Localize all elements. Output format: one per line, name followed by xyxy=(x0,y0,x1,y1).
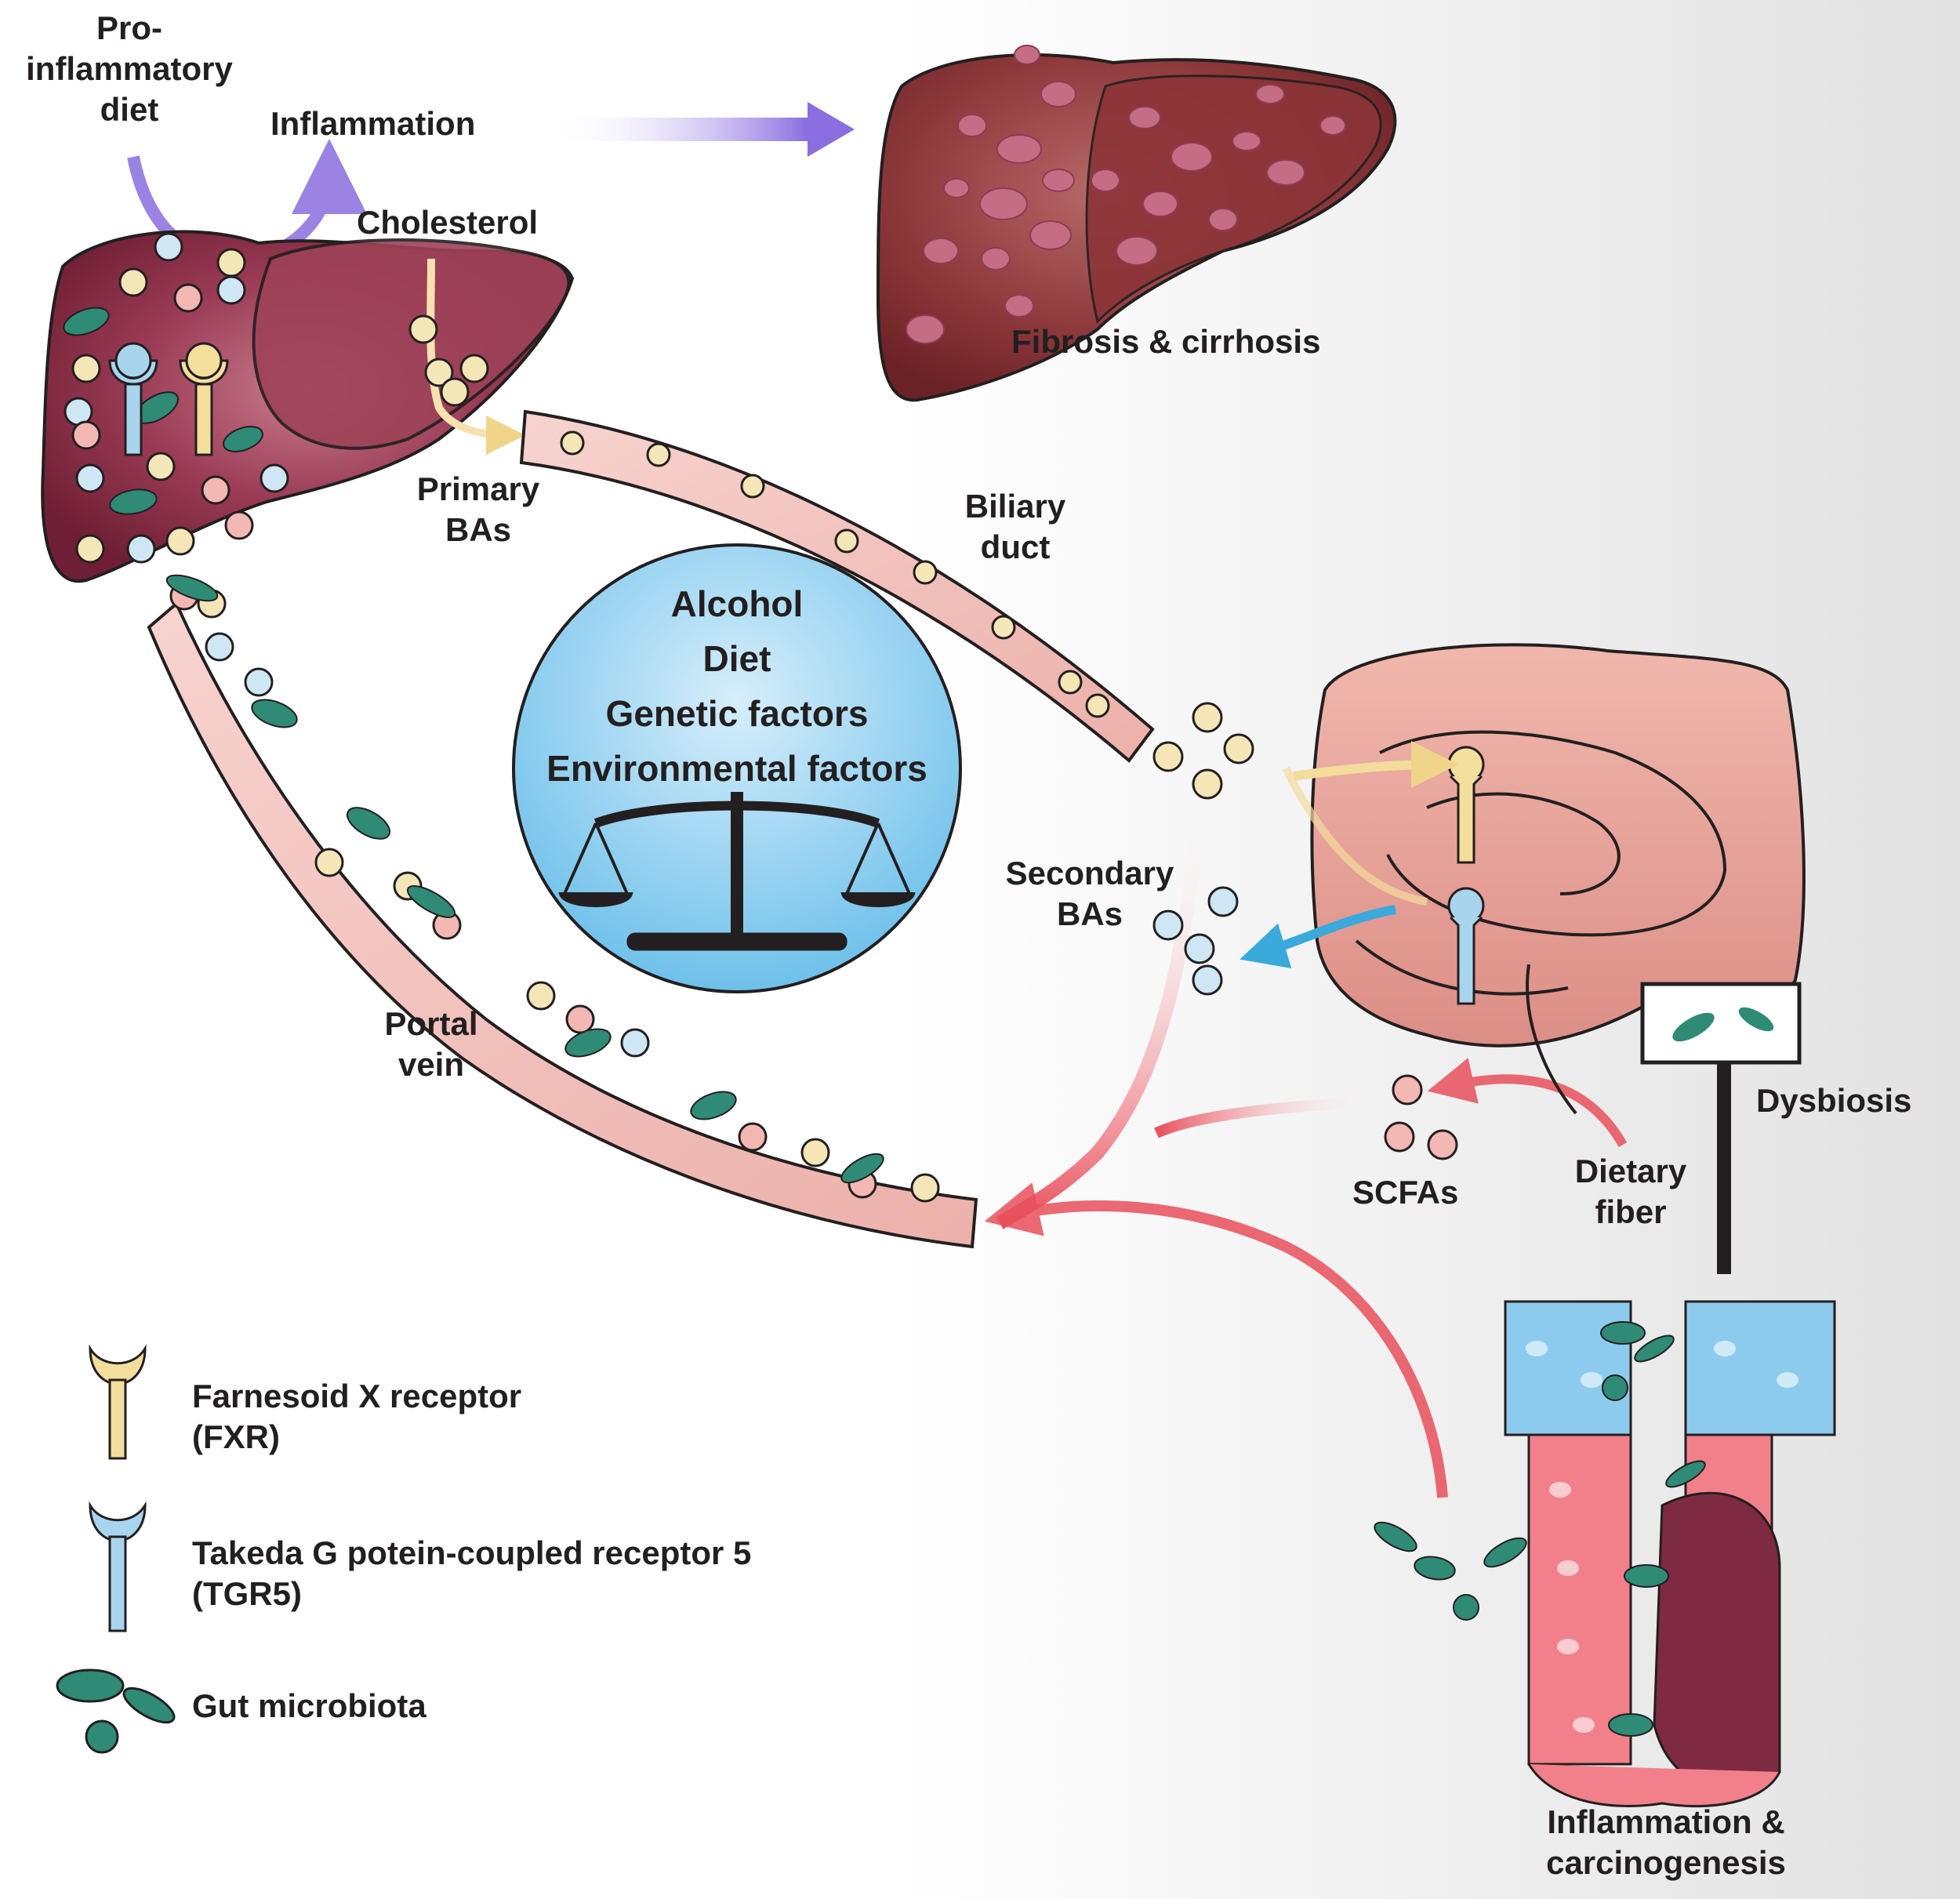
legend-microbiota-label: Gut microbiota xyxy=(192,1687,426,1724)
portal-vein xyxy=(147,601,978,1249)
scfas-label: SCFAs xyxy=(1352,1174,1459,1211)
primary-bas-label: Primary BAs xyxy=(416,470,540,548)
tgr5-flow-arrow xyxy=(1282,766,1428,906)
liver xyxy=(41,230,575,583)
red-flow-arrows xyxy=(984,814,1628,1498)
balance-scale-icon xyxy=(558,792,916,951)
fibrosis-label: Fibrosis & cirrhosis xyxy=(1011,323,1321,360)
legend-microbiota-icon xyxy=(56,1668,176,1754)
inflammation-carcinogenesis-label: Inflammation & carcinogenesis xyxy=(1546,1803,1786,1881)
portal-vein-label: Portal vein xyxy=(384,1005,478,1083)
cirrhotic-liver xyxy=(876,45,1397,402)
legend-fxr-label: Farnesoid X receptor (FXR) xyxy=(192,1378,522,1455)
liver-tgr5-receptor xyxy=(108,342,158,456)
factor-genetic: Genetic factors xyxy=(605,693,869,734)
factors-circle xyxy=(512,543,962,993)
cholesterol-label: Cholesterol xyxy=(357,204,539,241)
legend-tgr5-label: Takeda G potein-coupled receptor 5 (TGR5… xyxy=(192,1534,752,1612)
pro-inflammatory-diet-label: Pro- inflammatory diet xyxy=(26,9,233,128)
factor-alcohol: Alcohol xyxy=(670,583,804,624)
cholesterol-flow-arrow xyxy=(426,258,525,455)
gut-tgr5-receptor xyxy=(1447,887,1485,1005)
factors-list: Alcohol Diet Genetic factors Environment… xyxy=(517,576,956,796)
dysbiosis-label: Dysbiosis xyxy=(1756,1082,1912,1119)
biliary-duct-label: Biliary duct xyxy=(964,488,1066,565)
dietary-fiber-label: Dietary fiber xyxy=(1574,1153,1687,1230)
microbiota-particles xyxy=(63,307,1706,1737)
liver-fxr-receptor xyxy=(179,342,229,456)
crypt-tissue xyxy=(1504,1300,1836,1808)
legend-tgr5-icon xyxy=(89,1501,147,1632)
inflammation-label: Inflammation xyxy=(270,105,476,142)
biliary-duct xyxy=(519,409,1155,763)
secondary-ba-arrow xyxy=(1240,905,1396,969)
factor-environmental: Environmental factors xyxy=(546,748,927,789)
factor-diet: Diet xyxy=(702,638,771,679)
secondary-bas-label: Secondary BAs xyxy=(1005,855,1174,932)
bile-acid-particles xyxy=(64,232,1458,1203)
dysbiosis-box xyxy=(1640,982,1802,1274)
legend-fxr-icon xyxy=(89,1344,147,1460)
inflammation-arrow xyxy=(549,102,855,157)
fxr-flow-arrow xyxy=(1293,741,1458,789)
